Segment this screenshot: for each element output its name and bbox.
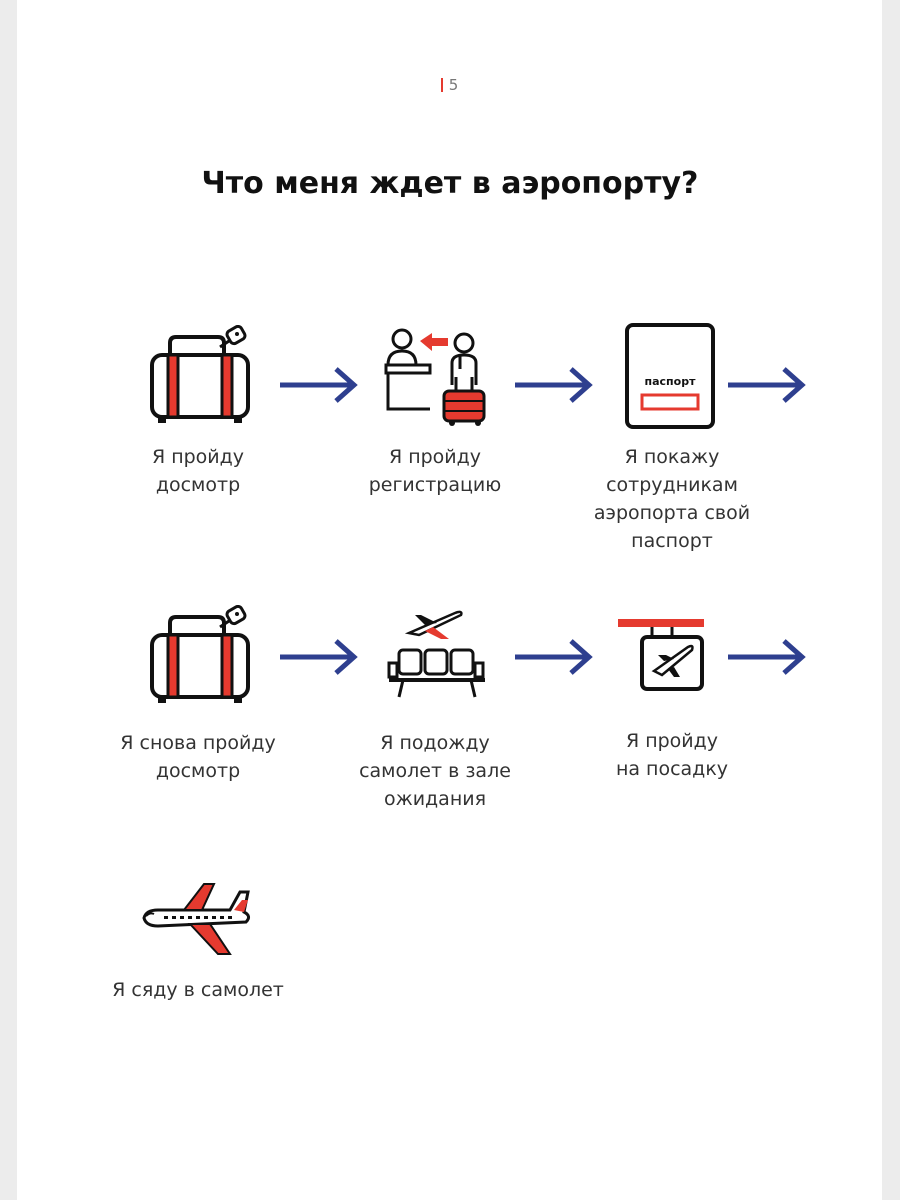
step-label: Я пройду досмотр [151, 446, 245, 496]
arrow-right-icon [515, 367, 593, 403]
suitcase-icon [150, 605, 250, 703]
passport-icon: паспорт [625, 323, 715, 429]
page-number: 5 [0, 76, 900, 94]
boarding-sign-icon [618, 619, 704, 691]
arrow-right-icon [515, 639, 593, 675]
document-page [17, 0, 882, 1200]
arrow-right-icon [280, 639, 358, 675]
check-in-desk-icon [384, 328, 486, 426]
step-label: Я снова пройду досмотр [120, 732, 276, 782]
waiting-hall-icon [387, 610, 485, 698]
step-label: Я покажу сотрудникам аэропорта свой пасп… [593, 446, 751, 552]
step-label: Я пройду регистрацию [368, 446, 502, 496]
airplane-icon [142, 883, 251, 955]
step-label: Я пройду на посадку [615, 730, 729, 780]
arrow-right-icon [280, 367, 358, 403]
step-label: Я сяду в самолет [112, 979, 284, 1001]
page-title: Что меня ждет в аэропорту? [201, 166, 699, 201]
passport-label: паспорт [645, 375, 697, 388]
page-number-marker [440, 78, 443, 92]
arrow-right-icon [728, 367, 806, 403]
arrow-right-icon [728, 639, 806, 675]
suitcase-icon [150, 325, 250, 423]
step-label: Я подожду самолет в зале ожидания [359, 732, 511, 810]
